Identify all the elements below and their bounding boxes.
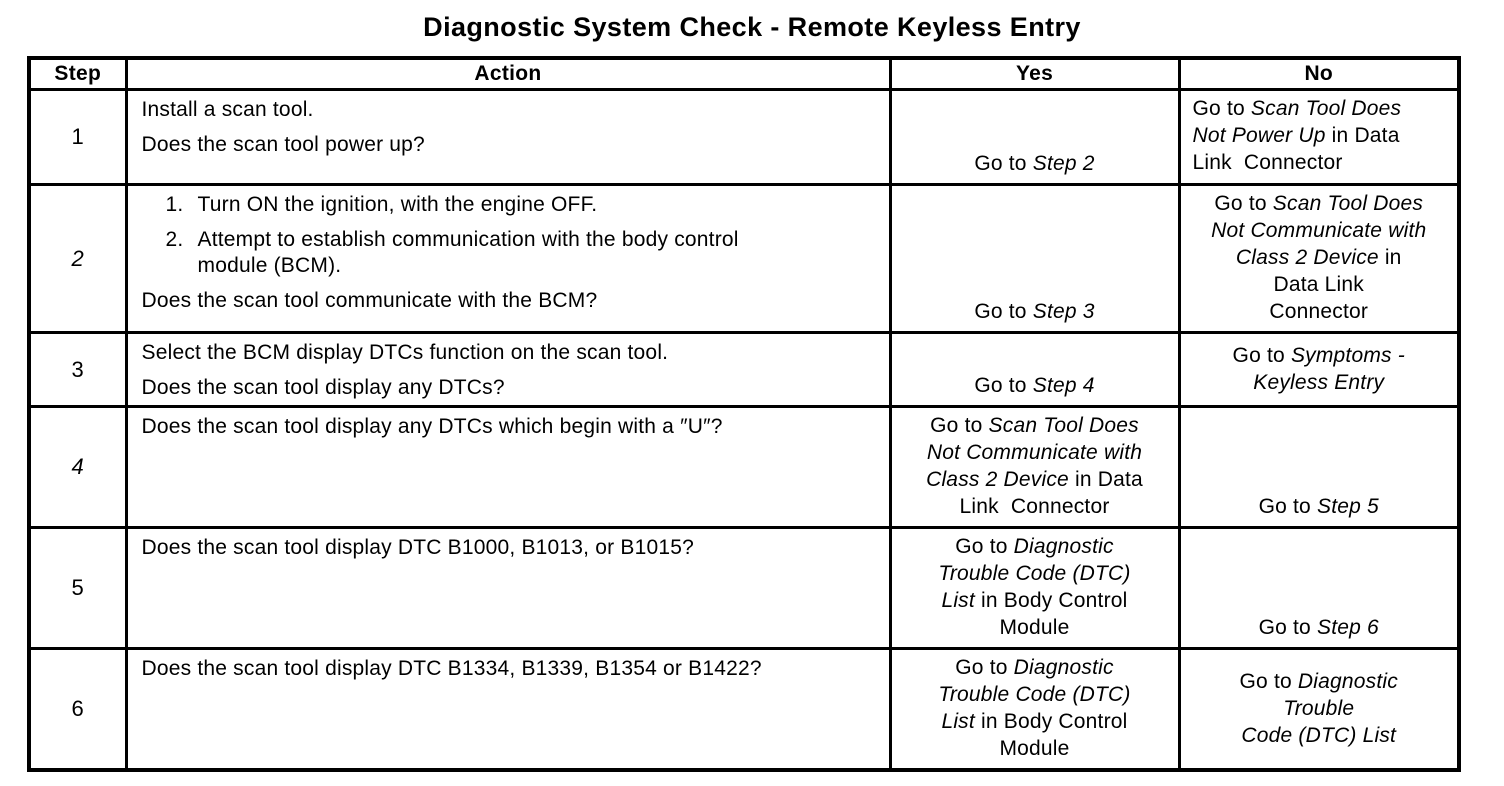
column-header-step: Step [27,56,128,91]
step-cell: 6 [27,647,128,772]
step-cell: 4 [27,405,128,529]
yes-cell: Go to Step 4 [888,331,1181,408]
table-row: 6 Does the scan tool display DTC B1334, … [27,647,1461,772]
table-row: 3 Select the BCM display DTCs function o… [27,331,1461,408]
yes-cell: Go to Step 2 [888,88,1181,186]
column-header-action: Action [124,56,892,91]
column-header-yes: Yes [888,56,1181,91]
step-cell: 1 [27,88,128,186]
table-row: 1 Install a scan tool.Does the scan tool… [27,88,1461,186]
step-cell: 5 [27,526,128,650]
yes-cell: Go to Step 3 [888,183,1181,334]
step-cell: 3 [27,331,128,408]
action-cell: Does the scan tool display DTC B1334, B1… [124,647,892,772]
step-cell: 2 [27,183,128,334]
no-cell: Go to Symptoms -Keyless Entry [1177,331,1461,408]
action-cell: Install a scan tool.Does the scan tool p… [124,88,892,186]
no-cell: Go to Step 5 [1177,405,1461,529]
no-cell: Go to Step 6 [1177,526,1461,650]
page-title: Diagnostic System Check - Remote Keyless… [423,12,1081,42]
table-row: 4 Does the scan tool display any DTCs wh… [27,405,1461,529]
action-cell: 1.Turn ON the ignition, with the engine … [124,183,892,334]
action-cell: Does the scan tool display DTC B1000, B1… [124,526,892,650]
action-cell: Select the BCM display DTCs function on … [124,331,892,408]
column-header-no: No [1177,56,1461,91]
action-cell: Does the scan tool display any DTCs whic… [124,405,892,529]
table-row: 5 Does the scan tool display DTC B1000, … [27,526,1461,650]
table-row: 2 1.Turn ON the ignition, with the engin… [27,183,1461,334]
diagnostic-table: Step Action Yes No 1 Install a scan tool… [27,56,1461,772]
header-row: Step Action Yes No [27,56,1461,91]
